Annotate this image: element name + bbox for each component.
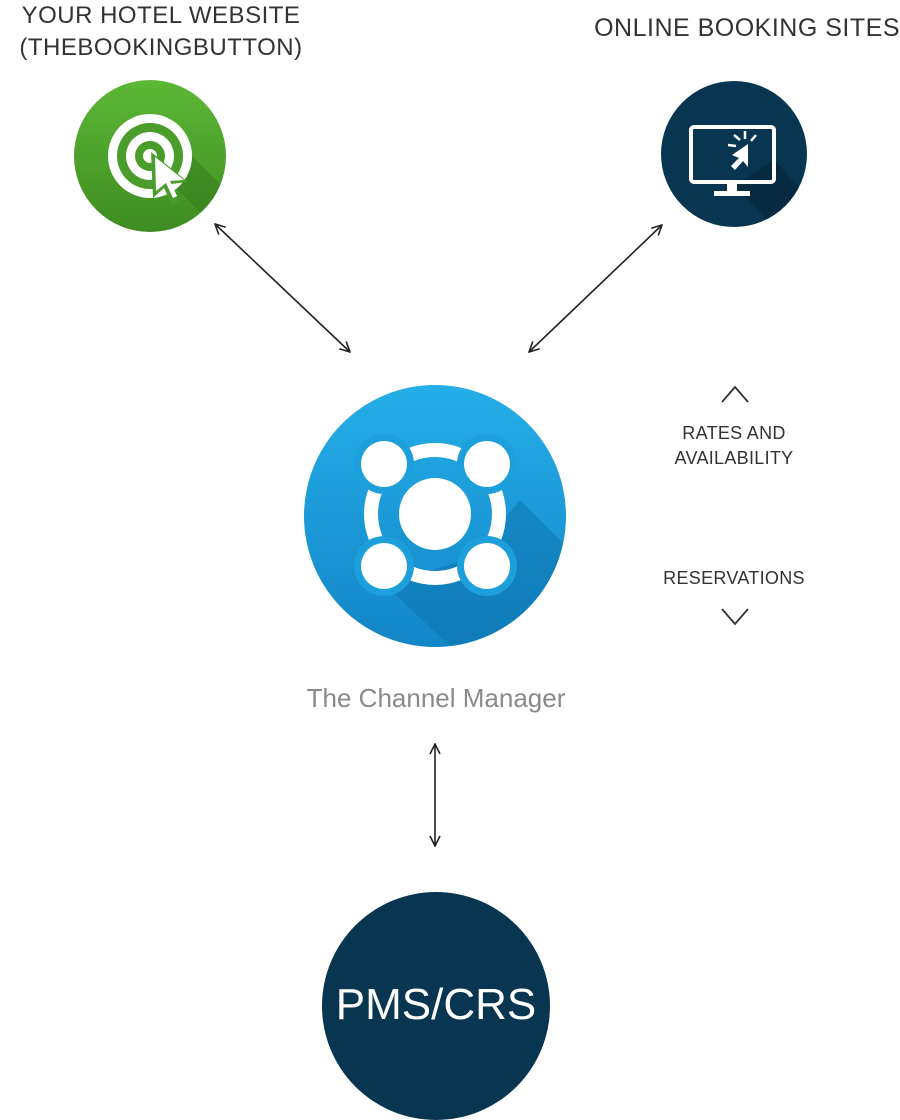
rates-availability-label: RATES AND AVAILABILITY [634, 421, 834, 471]
hotel-website-label: YOUR HOTEL WEBSITE (THEBOOKINGBUTTON) [0, 0, 322, 64]
channel-manager-node [304, 385, 566, 647]
chevron-up-icon [721, 385, 749, 403]
hotel-website-label-line2: (THEBOOKINGBUTTON) [19, 34, 303, 61]
reservations-label: RESERVATIONS [663, 568, 805, 588]
pms-crs-node [322, 892, 550, 1120]
online-booking-node [661, 81, 807, 227]
rates-label-line1: RATES AND [682, 423, 786, 443]
hotel-website-node [74, 80, 226, 232]
chevron-down-icon [721, 608, 749, 626]
booking-to-manager-arrow [529, 225, 662, 352]
rates-label-line2: AVAILABILITY [674, 448, 794, 468]
cursor-target-icon [108, 114, 192, 205]
channel-manager-label: The Channel Manager [306, 683, 566, 713]
channel-manager-logo-icon [354, 434, 517, 596]
monitor-click-icon [689, 125, 776, 196]
pms-crs-label: PMS/CRS [335, 980, 537, 1029]
hotel-to-manager-arrow [215, 224, 350, 352]
hotel-website-label-line1: YOUR HOTEL WEBSITE [21, 2, 301, 29]
online-booking-label: ONLINE BOOKING SITES [594, 14, 900, 42]
